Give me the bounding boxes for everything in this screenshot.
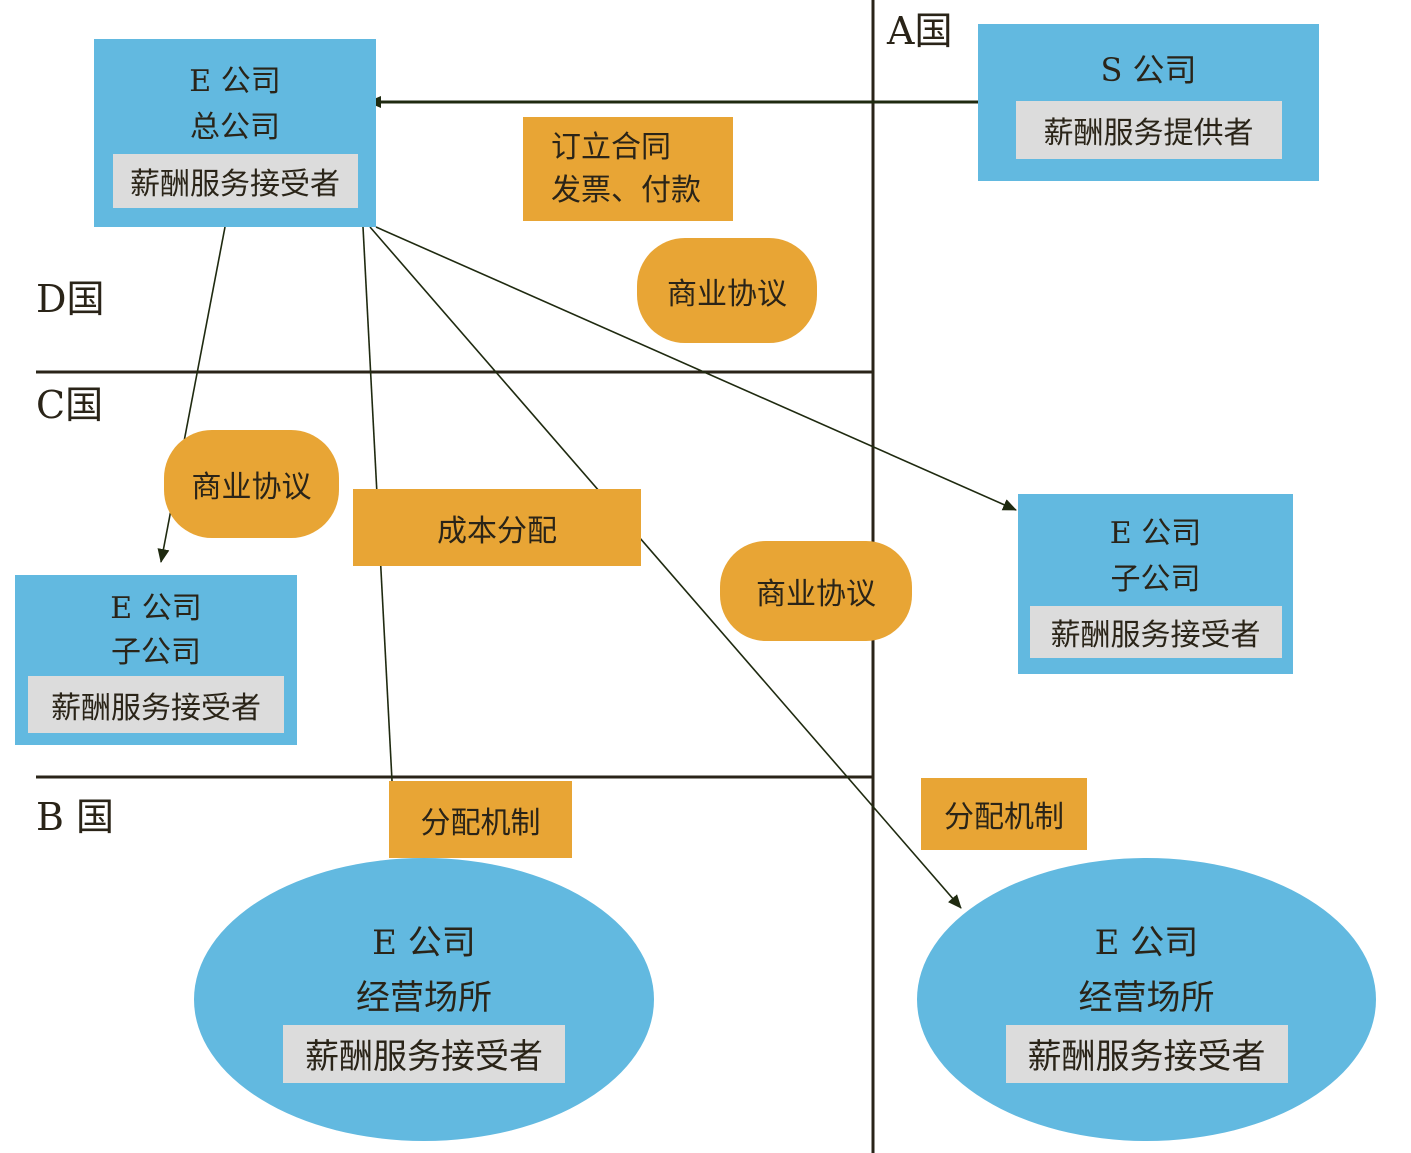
- cost-allocation-tag: 成本分配: [353, 489, 641, 566]
- e-sub-a-sub: 子公司: [1110, 562, 1201, 597]
- e-sub-a-box: E 公司 子公司 薪酬服务接受者: [1018, 494, 1293, 674]
- e-sub-c-role: 薪酬服务接受者: [28, 676, 284, 733]
- e-site-a-role: 薪酬服务接受者: [1005, 1024, 1288, 1083]
- e-sub-c-name: E 公司: [110, 591, 202, 626]
- contract-tag-line2: 发票、付款: [551, 173, 701, 208]
- e-hq-role: 薪酬服务接受者: [112, 153, 358, 208]
- country-label-c: C国: [36, 383, 104, 427]
- contract-tag-line1: 订立合同: [551, 129, 671, 165]
- e-site-b-name: E 公司: [372, 923, 476, 964]
- biz-agreement-pill-c: 商业协议: [164, 430, 339, 538]
- biz-agreement-pill-a: 商业协议: [637, 238, 817, 343]
- e-sub-c-sub: 子公司: [111, 634, 201, 670]
- s-company-role: 薪酬服务提供者: [1015, 101, 1282, 160]
- country-label-a: A国: [887, 9, 953, 53]
- contract-invoice-tag: 订立合同 发票、付款: [523, 117, 733, 221]
- biz-agreement-pill-border: 商业协议: [720, 541, 912, 641]
- s-company-box: S 公司 薪酬服务提供者: [978, 24, 1319, 181]
- e-hq-name: E 公司: [189, 63, 281, 99]
- e-site-a-sub: 经营场所: [1078, 977, 1215, 1018]
- arrow-hq-to-sub-a: [375, 226, 1017, 511]
- e-sub-c-box: E 公司 子公司 薪酬服务接受者: [15, 575, 297, 745]
- allocation-mechanism-tag-b: 分配机制: [389, 781, 572, 858]
- e-site-a-name: E 公司: [1094, 923, 1199, 964]
- arrow-hq-to-site-a: [369, 226, 962, 909]
- e-site-b-role: 薪酬服务接受者: [283, 1024, 565, 1083]
- country-label-b: B 国: [36, 795, 115, 839]
- e-site-a-ellipse: E 公司 经营场所 薪酬服务接受者: [917, 858, 1376, 1141]
- e-site-b-ellipse: E 公司 经营场所 薪酬服务接受者: [194, 858, 654, 1141]
- e-hq-sub: 总公司: [190, 110, 280, 145]
- allocation-mechanism-tag-a: 分配机制: [921, 778, 1087, 850]
- e-sub-a-role: 薪酬服务接受者: [1029, 605, 1282, 658]
- e-sub-a-name: E 公司: [1109, 515, 1202, 551]
- e-site-b-sub: 经营场所: [356, 977, 492, 1018]
- s-company-name: S 公司: [1100, 50, 1197, 89]
- country-label-d: D国: [36, 277, 105, 321]
- e-hq-box: E 公司 总公司 薪酬服务接受者: [94, 39, 376, 227]
